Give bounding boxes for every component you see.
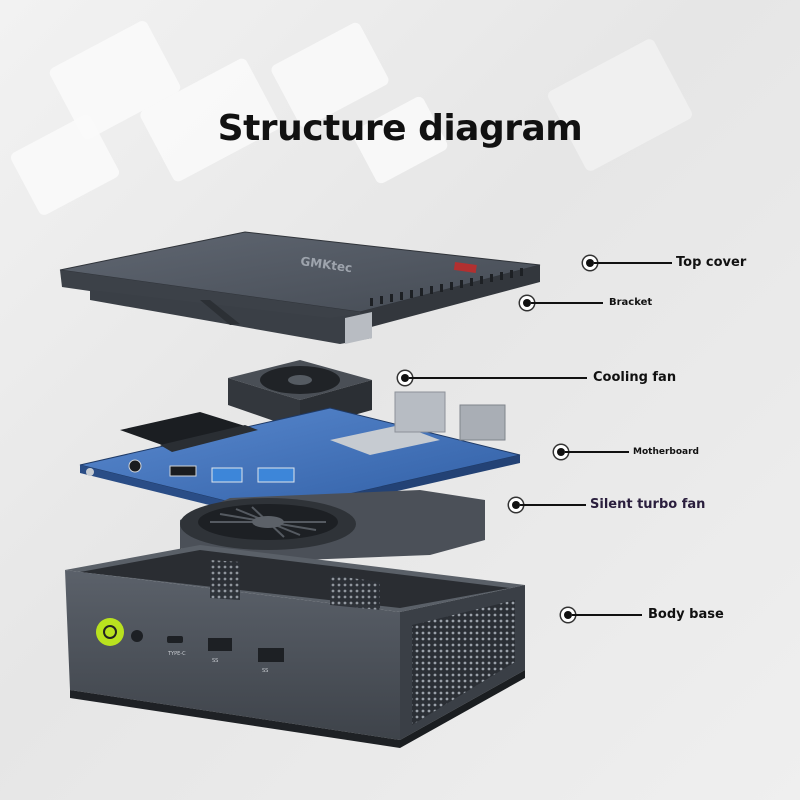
callout-leader-line xyxy=(520,503,586,506)
callout-leader-line xyxy=(594,261,672,264)
callout-label: Bracket xyxy=(609,297,653,308)
body-base: TYPE-C SS SS xyxy=(65,545,525,748)
callout-label: Body base xyxy=(648,607,724,622)
type-c-port-label: TYPE-C xyxy=(167,651,186,657)
callout-silent-turbo-fan: Silent turbo fan xyxy=(512,497,705,512)
diagram-title: Structure diagram xyxy=(217,108,583,149)
callout-dot xyxy=(512,500,520,509)
usb-port-label: SS xyxy=(212,658,218,664)
callout-label: Silent turbo fan xyxy=(590,497,706,512)
callout-dot xyxy=(523,298,531,307)
callout-leader-line xyxy=(409,376,587,379)
callout-cooling-fan: Cooling fan xyxy=(401,370,676,385)
callout-dot xyxy=(557,448,565,456)
callout-leader-line xyxy=(572,613,642,616)
callout-top-cover: Top cover xyxy=(586,255,746,270)
callout-dot xyxy=(564,610,572,619)
bracket xyxy=(90,290,372,344)
callout-leader-line xyxy=(565,451,629,453)
callout-label: Cooling fan xyxy=(593,370,677,385)
power-button xyxy=(96,618,124,646)
callout-bracket: Bracket xyxy=(523,297,652,308)
silent-turbo-fan xyxy=(180,490,485,575)
callout-motherboard: Motherboard xyxy=(557,447,699,457)
callout-label: Motherboard xyxy=(633,447,699,457)
callout-leader-line xyxy=(531,301,603,304)
callout-dot xyxy=(401,373,409,382)
callout-label: Top cover xyxy=(676,255,747,270)
callout-body-base: Body base xyxy=(564,607,724,622)
usb-port-label: SS xyxy=(262,668,268,674)
callout-dot xyxy=(586,258,594,267)
